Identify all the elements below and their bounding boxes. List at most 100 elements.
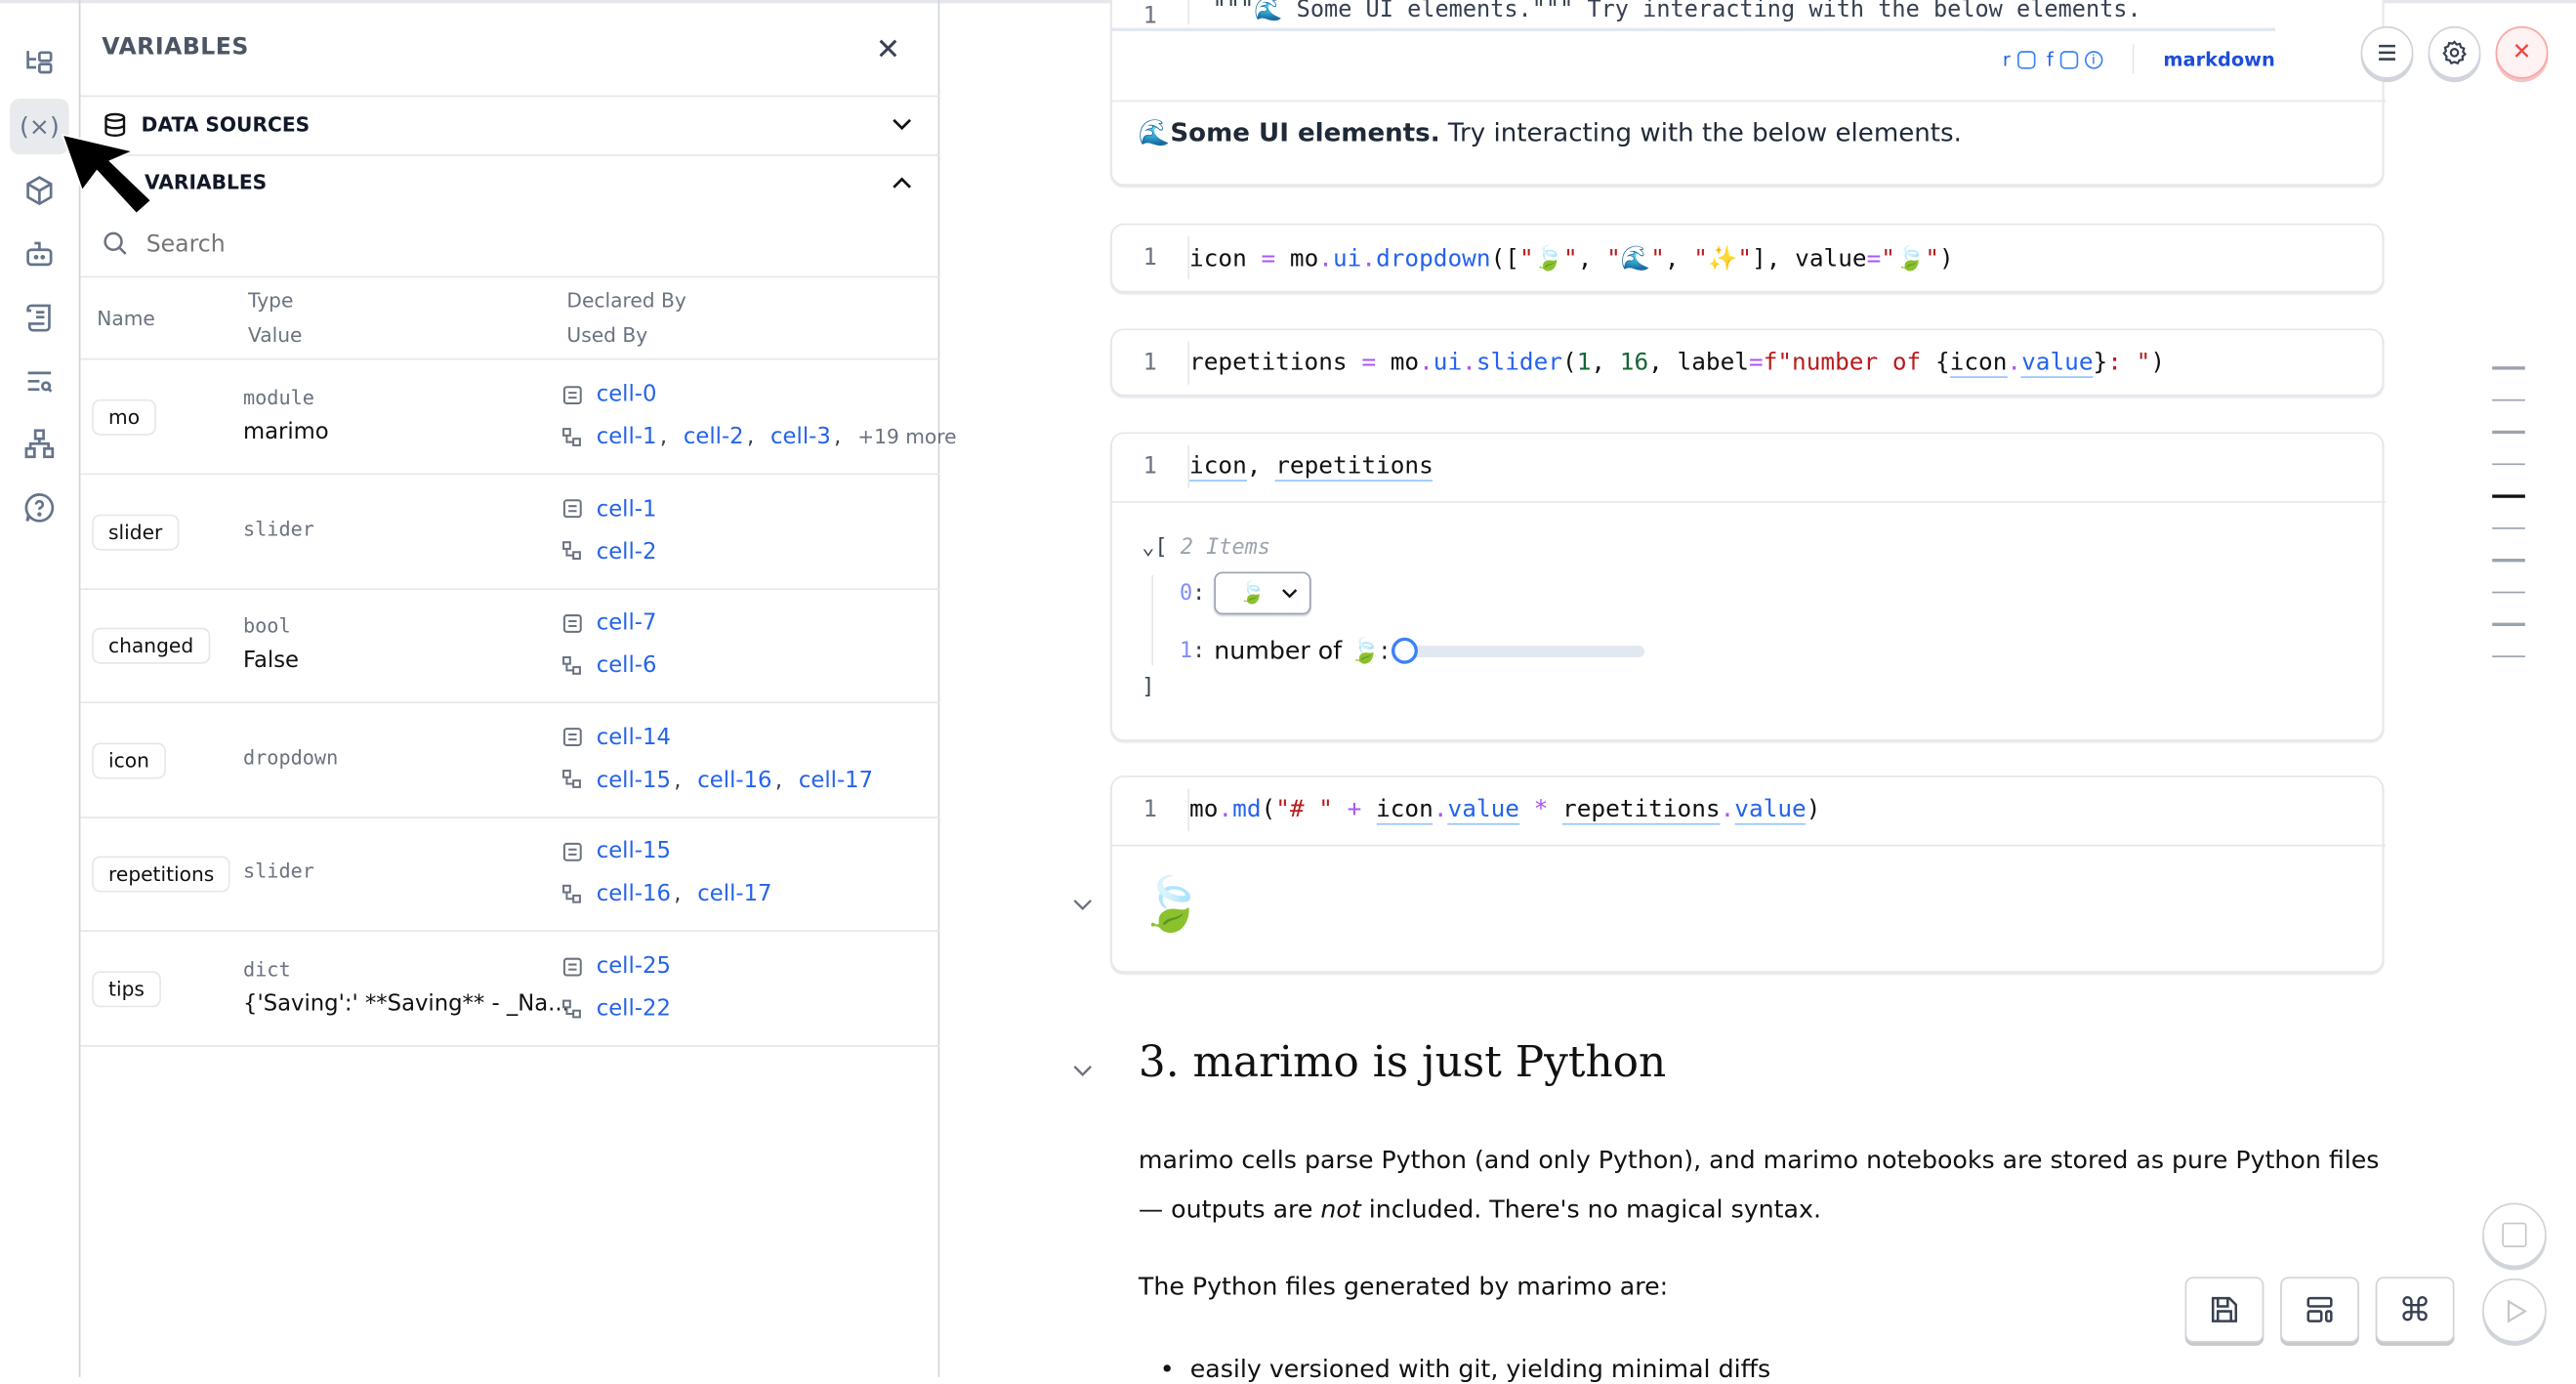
line-number: 1 (1112, 444, 1190, 488)
declared-by-link[interactable]: cell-1 (596, 495, 657, 523)
variable-name-chip[interactable]: icon (92, 742, 166, 779)
minimap-cell-marker[interactable] (2492, 366, 2525, 369)
variable-name-chip[interactable]: mo (92, 398, 156, 436)
tree-toggle[interactable]: ⌄[ 2 Items (1142, 535, 1270, 561)
variable-name-chip[interactable]: slider (92, 513, 180, 550)
variable-name-chip[interactable]: changed (92, 627, 210, 665)
toggle-f-icon[interactable] (2059, 50, 2078, 68)
code-line: repetitions = mo.ui.slider(1, 16, label=… (1189, 350, 2166, 378)
chevron-down-icon[interactable] (891, 110, 914, 142)
used-by-link[interactable]: cell-15 (596, 767, 671, 794)
file-explorer-icon[interactable] (10, 34, 69, 90)
used-by-link[interactable]: cell-3 (770, 424, 831, 450)
run-button[interactable] (2482, 1278, 2547, 1343)
data-sources-label: DATA SOURCES (141, 113, 311, 137)
used-by-link[interactable]: cell-16 (596, 881, 671, 908)
shutdown-button[interactable]: ✕ (2495, 25, 2549, 79)
declared-by-link[interactable]: cell-0 (596, 381, 657, 408)
line-number: 1 (1112, 341, 1190, 385)
variable-type: slider (242, 517, 314, 540)
minimap-cell-marker[interactable] (2492, 526, 2525, 529)
used-by-link[interactable]: cell-1 (596, 424, 657, 450)
index-0: 0 (1179, 581, 1193, 607)
info-icon[interactable]: i (2084, 50, 2103, 68)
variables-icon[interactable]: (×) (10, 98, 69, 155)
declared-by-link[interactable]: cell-15 (596, 838, 671, 865)
declared-cell-icon (562, 842, 582, 861)
variable-type: dict (242, 957, 291, 982)
documentation-icon[interactable] (10, 289, 69, 345)
ai-bot-icon[interactable] (10, 227, 69, 282)
used-by-link[interactable]: cell-2 (596, 538, 657, 566)
variable-name-chip[interactable]: repetitions (92, 857, 231, 894)
minimap-cell-marker[interactable] (2492, 430, 2525, 434)
repetitions-slider-thumb[interactable] (1391, 637, 1418, 664)
declared-cell-icon (562, 728, 582, 747)
used-by-link[interactable]: cell-16 (697, 767, 772, 794)
search-icon (102, 231, 128, 264)
variables-section[interactable]: VARIABLES (145, 171, 267, 194)
chevron-up-icon[interactable] (891, 171, 914, 202)
minimap-cell-marker[interactable] (2492, 462, 2525, 466)
declared-by-link[interactable]: cell-14 (596, 724, 671, 751)
code-line: icon, repetitions (1189, 453, 1433, 482)
used-by-link[interactable]: cell-22 (596, 995, 671, 1023)
sidebar-rail: (×) (0, 0, 81, 1377)
language-label[interactable]: markdown (2163, 47, 2275, 71)
used-by-link[interactable]: cell-17 (697, 881, 772, 908)
used-by-link[interactable]: cell-2 (683, 424, 744, 450)
declared-cell-icon (562, 499, 582, 519)
settings-button[interactable] (2428, 25, 2481, 79)
used-by-icon (562, 655, 581, 675)
variable-type: module (242, 386, 314, 409)
minimap-cell-marker[interactable] (2492, 654, 2525, 657)
cell-markdown[interactable]: 1"""🌊 Some UI elements.""" Try interacti… (1110, 0, 2386, 187)
col-name: Name (97, 307, 155, 331)
minimap-cell-marker[interactable] (2492, 590, 2525, 594)
declared-by-link[interactable]: cell-7 (596, 609, 657, 637)
interrupt-button[interactable] (2482, 1202, 2547, 1268)
declared-cell-icon (562, 385, 582, 404)
markdown-output: 🌊Some UI elements. Try interacting with … (1139, 118, 1962, 147)
close-panel-icon[interactable]: ✕ (875, 32, 901, 67)
data-sources-section[interactable]: DATA SOURCES (102, 111, 310, 138)
command-palette-button[interactable]: ⌘ (2375, 1277, 2455, 1343)
cell-toolbar: r f i markdown (2002, 44, 2275, 74)
save-button[interactable] (2184, 1277, 2264, 1343)
minimap-cell-marker[interactable] (2492, 398, 2525, 401)
repetitions-slider-track[interactable] (1401, 646, 1645, 657)
minimap-cell-marker[interactable] (2492, 494, 2525, 497)
variable-type: bool (242, 614, 291, 639)
search-input[interactable] (145, 227, 902, 264)
toolbar-r: r (2002, 47, 2011, 71)
leaf-output: 🍃 (1138, 872, 1204, 936)
variable-row: mo module marimo cell-0 cell-1,cell-2,ce… (80, 359, 957, 476)
used-by-link[interactable]: cell-6 (596, 652, 657, 680)
variable-value: False (242, 648, 300, 675)
minimap-cell-marker[interactable] (2492, 622, 2525, 626)
declared-by-link[interactable]: cell-25 (596, 952, 671, 980)
dependency-graph-icon[interactable] (10, 416, 69, 472)
collapse-output-chevron-icon[interactable] (1071, 891, 1095, 922)
menu-button[interactable] (2360, 25, 2414, 79)
layout-button[interactable] (2280, 1277, 2359, 1343)
help-icon[interactable] (10, 480, 69, 535)
minimap-cell-marker[interactable] (2492, 559, 2525, 562)
collapse-section-chevron-icon[interactable] (1071, 1057, 1095, 1088)
toggle-r-icon[interactable] (2016, 50, 2036, 68)
slider-label: number of 🍃: (1214, 636, 1390, 666)
more-link[interactable]: +19 more (857, 425, 957, 449)
variable-name-chip[interactable]: tips (92, 971, 161, 1008)
used-by-link[interactable]: cell-17 (798, 767, 874, 794)
wave-emoji: 🌊 (1138, 118, 1171, 148)
outline-search-icon[interactable] (10, 354, 69, 409)
used-by-icon (562, 427, 581, 446)
icon-dropdown[interactable]: 🍃 (1214, 571, 1311, 615)
mouse-cursor-icon (61, 133, 153, 215)
command-icon: ⌘ (2398, 1289, 2431, 1330)
packages-icon[interactable] (10, 163, 69, 219)
